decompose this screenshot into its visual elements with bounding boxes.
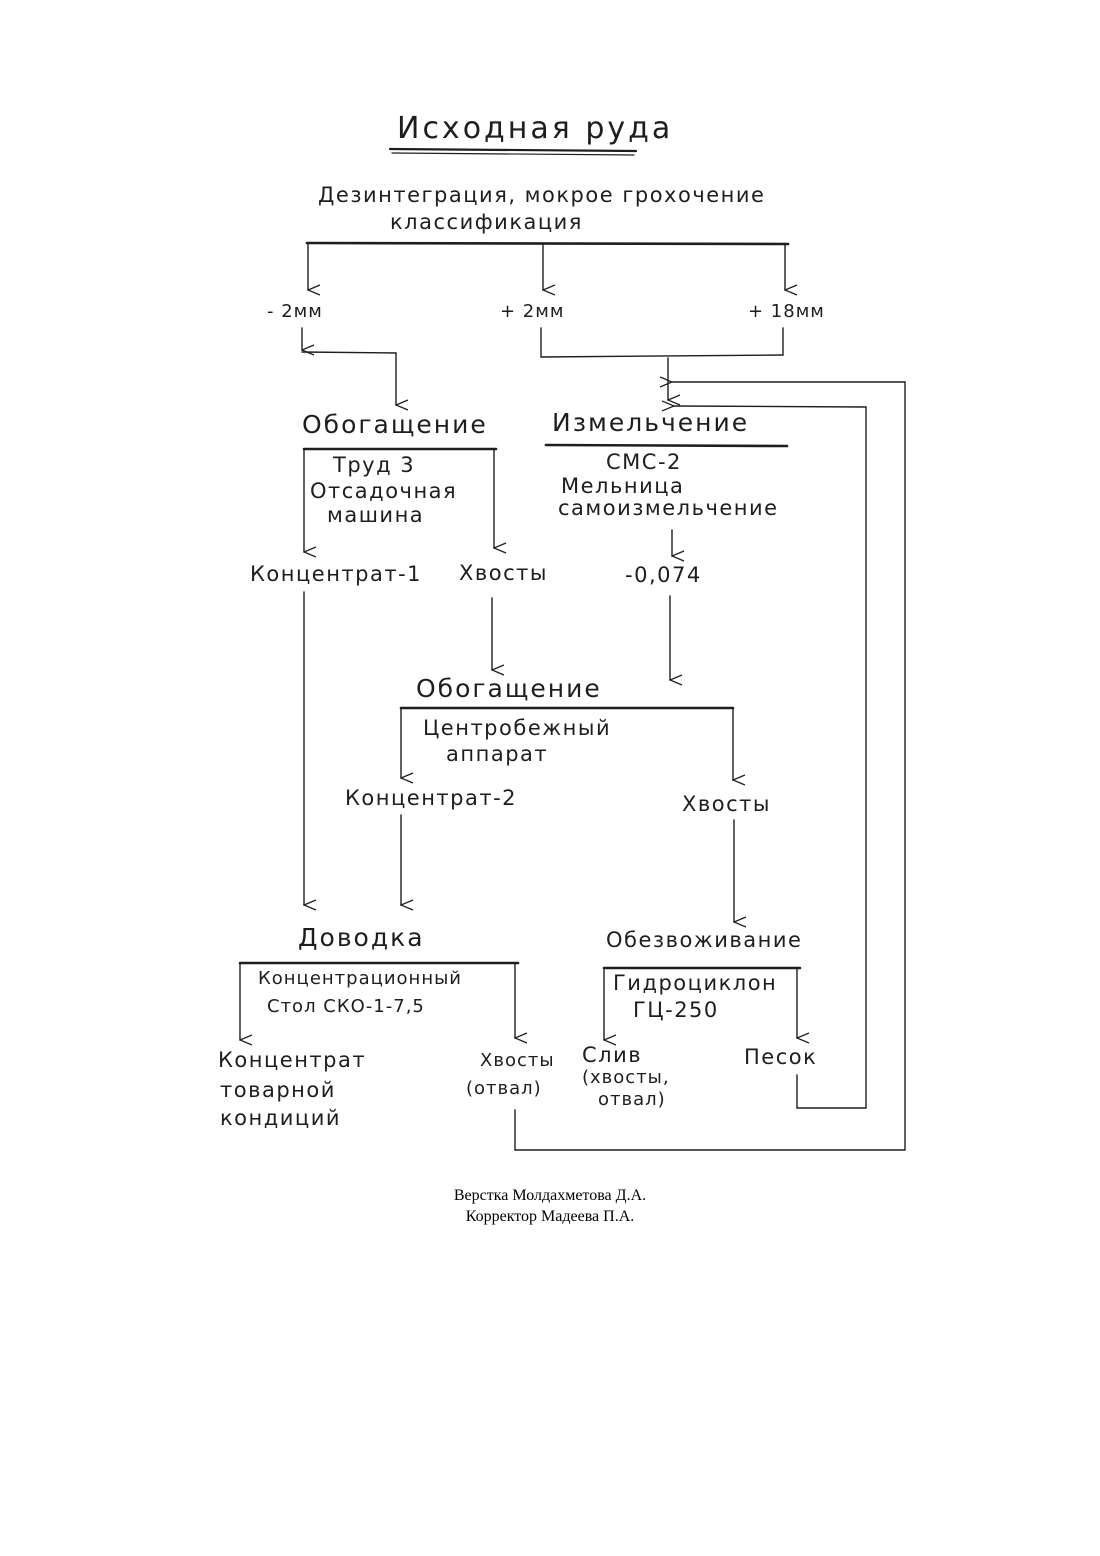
finishing-device-line-1: Концентрационный xyxy=(258,970,462,988)
centrifugal-tails-label: Хвосты xyxy=(682,794,771,815)
fraction-minus-2mm: - 2мм xyxy=(267,303,323,321)
recycle-inner-top xyxy=(674,406,866,407)
jig-device-line-3: машина xyxy=(327,505,424,526)
overflow-line-3: отвал) xyxy=(598,1091,666,1109)
title-underline-2 xyxy=(392,153,634,155)
finishing-device-line-2: Стол СКО-1-7,5 xyxy=(267,998,425,1016)
jig-device-line-2: Отсадочная xyxy=(310,481,457,502)
finishing-tails-line-2: (отвал) xyxy=(466,1080,542,1098)
disintegration-line-2: классификация xyxy=(390,212,583,233)
grinding-bar xyxy=(546,445,787,446)
distributor-bar xyxy=(307,243,788,244)
jig-tails-label: Хвосты xyxy=(459,563,548,584)
grinding-device-line-1: СМС-2 xyxy=(606,452,682,473)
dewatering-device-line-1: Гидроциклон xyxy=(613,973,777,994)
grinding-device-line-3: самоизмельчение xyxy=(558,498,779,519)
diagram-title: Исходная руда xyxy=(397,114,673,144)
grinding-product-label: -0,074 xyxy=(625,565,702,586)
concentrate-1-label: Концентрат-1 xyxy=(250,564,422,585)
jig-stage-title: Обогащение xyxy=(302,412,488,437)
overflow-line-1: Слив xyxy=(582,1045,642,1066)
minus-2mm-across xyxy=(302,352,396,353)
dewatering-stage-title: Обезвоживание xyxy=(606,930,802,951)
sand-label: Песок xyxy=(744,1047,817,1068)
fraction-plus-2mm: + 2мм xyxy=(500,303,564,321)
disintegration-line-1: Дезинтеграция, мокрое грохочение xyxy=(318,185,765,206)
jig-device-line-1: Труд 3 xyxy=(333,455,415,476)
grinding-device-line-2: Мельница xyxy=(561,476,684,497)
imprint-proofreader: Корректор Мадеева П.А. xyxy=(0,1209,1100,1225)
marketable-concentrate-line-2: товарной xyxy=(220,1080,336,1101)
marketable-concentrate-line-1: Концентрат xyxy=(218,1050,366,1071)
title-underline xyxy=(390,149,636,151)
finishing-tails-line-1: Хвосты xyxy=(480,1052,555,1070)
imprint-layout: Верстка Молдахметова Д.А. xyxy=(0,1188,1100,1204)
merge-bar xyxy=(541,355,783,357)
centrifugal-device-line-2: аппарат xyxy=(446,744,548,765)
centrifugal-stage-title: Обогащение xyxy=(416,676,602,701)
finishing-stage-title: Доводка xyxy=(298,925,425,950)
fraction-plus-18mm: + 18мм xyxy=(748,303,825,321)
dewatering-device-line-2: ГЦ-250 xyxy=(633,1000,719,1021)
grinding-stage-title: Измельчение xyxy=(552,410,749,435)
concentrate-2-label: Концентрат-2 xyxy=(345,788,517,809)
centrifugal-device-line-1: Центробежный xyxy=(423,718,611,739)
marketable-concentrate-line-3: кондиций xyxy=(220,1108,341,1129)
overflow-line-2: (хвосты, xyxy=(582,1069,670,1087)
